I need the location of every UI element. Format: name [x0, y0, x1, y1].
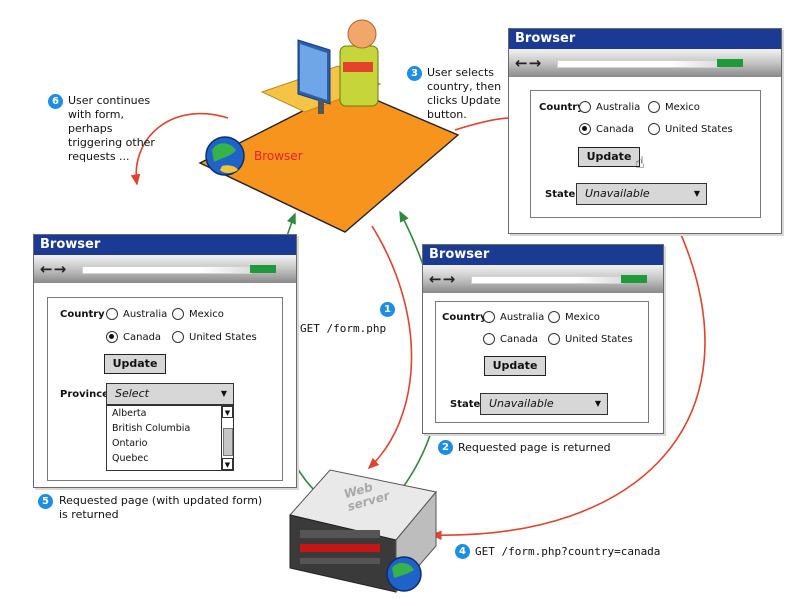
- radio-canada[interactable]: [483, 333, 495, 345]
- chevron-down-icon: ▼: [693, 189, 700, 198]
- state-label: State: [545, 189, 576, 200]
- list-item[interactable]: British Columbia: [112, 423, 191, 434]
- browser-toolbar: ←→: [509, 49, 781, 77]
- address-go-indicator: [250, 265, 276, 273]
- list-item[interactable]: Quebec: [112, 453, 149, 464]
- province-label: Province: [60, 389, 109, 400]
- province-listbox[interactable]: Alberta British Columbia Ontario Quebec …: [106, 405, 234, 471]
- step-4: 4 GET /form.php?country=canada: [455, 544, 660, 559]
- radio-australia[interactable]: [579, 101, 591, 113]
- browser-title: Browser: [423, 245, 663, 265]
- back-forward-icon[interactable]: ←→: [515, 54, 543, 72]
- step-1-badge: 1: [380, 302, 395, 317]
- platform: [198, 87, 460, 233]
- step-4-badge: 4: [455, 544, 470, 559]
- scroll-thumb[interactable]: [223, 428, 233, 456]
- step-1: 1: [380, 302, 395, 317]
- radio-mexico[interactable]: [548, 311, 560, 323]
- scroll-up-icon[interactable]: ▼: [222, 406, 233, 418]
- option-mexico[interactable]: Mexico: [548, 311, 600, 323]
- state-select[interactable]: Unavailable▼: [480, 393, 608, 415]
- radio-australia[interactable]: [106, 308, 118, 320]
- update-button[interactable]: Update: [104, 354, 166, 374]
- step-6: 6 User continues with form, perhaps trig…: [48, 94, 155, 164]
- option-canada[interactable]: Canada: [579, 123, 634, 135]
- option-australia[interactable]: Australia: [106, 308, 167, 320]
- address-go-indicator: [621, 275, 647, 283]
- connector-3: [454, 117, 512, 131]
- request-arrow-1: [367, 225, 413, 470]
- platform-browser-label: Browser: [254, 149, 303, 163]
- step-3-text: User selects country, then clicks Update…: [427, 66, 502, 121]
- step-5-badge: 5: [38, 494, 53, 509]
- browser-window-top-right: Browser ←→ Country Australia Mexico Cana…: [508, 28, 782, 234]
- browser-window-middle-right: Browser ←→ Country Australia Mexico Cana…: [422, 244, 664, 434]
- chevron-down-icon: ▼: [594, 399, 601, 408]
- request-arrow-4: [430, 231, 706, 541]
- option-united-states[interactable]: United States: [548, 333, 633, 345]
- address-go-indicator: [717, 59, 743, 67]
- update-button[interactable]: Update: [484, 356, 546, 376]
- option-united-states[interactable]: United States: [648, 123, 733, 135]
- radio-united-states[interactable]: [548, 333, 560, 345]
- address-bar[interactable]: [82, 266, 252, 274]
- step-1-text: GET /form.php: [300, 322, 387, 335]
- option-australia[interactable]: Australia: [579, 101, 640, 113]
- option-australia[interactable]: Australia: [483, 311, 544, 323]
- browser-window-left: Browser ←→ Country Australia Mexico Cana…: [33, 234, 297, 488]
- country-label: Country: [539, 102, 584, 113]
- person-stripe: [343, 62, 373, 72]
- back-forward-icon[interactable]: ←→: [40, 260, 68, 278]
- scroll-down-icon[interactable]: ▼: [222, 458, 233, 470]
- country-label: Country: [60, 309, 105, 320]
- form-panel: Country Australia Mexico Canada United S…: [530, 90, 761, 218]
- hand-cursor-icon: ☝: [635, 153, 645, 172]
- browser-toolbar: ←→: [34, 255, 296, 283]
- form-panel: Country Australia Mexico Canada United S…: [435, 301, 649, 423]
- update-button[interactable]: Update: [578, 147, 640, 167]
- step-5-text: Requested page (with updated form) is re…: [59, 494, 263, 521]
- list-item[interactable]: Alberta: [112, 408, 147, 419]
- step-6-badge: 6: [48, 94, 63, 109]
- address-bar[interactable]: [557, 60, 719, 68]
- browser-title: Browser: [509, 29, 781, 49]
- province-select[interactable]: Select▼: [106, 383, 234, 405]
- state-select[interactable]: Unavailable▼: [576, 183, 707, 205]
- step-4-text: GET /form.php?country=canada: [475, 544, 661, 558]
- listbox-scrollbar[interactable]: ▼ ▼: [221, 406, 233, 470]
- radio-canada[interactable]: [579, 123, 591, 135]
- radio-australia[interactable]: [483, 311, 495, 323]
- option-canada[interactable]: Canada: [483, 333, 538, 345]
- option-mexico[interactable]: Mexico: [648, 101, 700, 113]
- list-item[interactable]: Ontario: [112, 438, 148, 449]
- chevron-down-icon: ▼: [220, 389, 227, 398]
- form-panel: Country Australia Mexico Canada United S…: [47, 297, 283, 481]
- step-2: 2 Requested page is returned: [438, 440, 611, 455]
- person-head: [347, 19, 377, 49]
- option-mexico[interactable]: Mexico: [172, 308, 224, 320]
- browser-title: Browser: [34, 235, 296, 255]
- step-2-text: Requested page is returned: [458, 440, 611, 454]
- country-label: Country: [442, 312, 487, 323]
- radio-mexico[interactable]: [648, 101, 660, 113]
- step-6-text: User continues with form, perhaps trigge…: [68, 94, 155, 163]
- step-3-badge: 3: [407, 66, 422, 81]
- radio-united-states[interactable]: [648, 123, 660, 135]
- step-2-badge: 2: [438, 440, 453, 455]
- option-united-states[interactable]: United States: [172, 331, 257, 343]
- step-3: 3 User selects country, then clicks Upda…: [407, 66, 501, 122]
- radio-canada[interactable]: [106, 331, 118, 343]
- address-bar[interactable]: [471, 276, 623, 284]
- step-5: 5 Requested page (with updated form) is …: [38, 494, 262, 522]
- radio-mexico[interactable]: [172, 308, 184, 320]
- radio-united-states[interactable]: [172, 331, 184, 343]
- continue-arrow-6: [130, 112, 229, 186]
- back-forward-icon[interactable]: ←→: [429, 270, 457, 288]
- option-canada[interactable]: Canada: [106, 331, 161, 343]
- browser-toolbar: ←→: [423, 265, 663, 293]
- state-label: State: [450, 399, 481, 410]
